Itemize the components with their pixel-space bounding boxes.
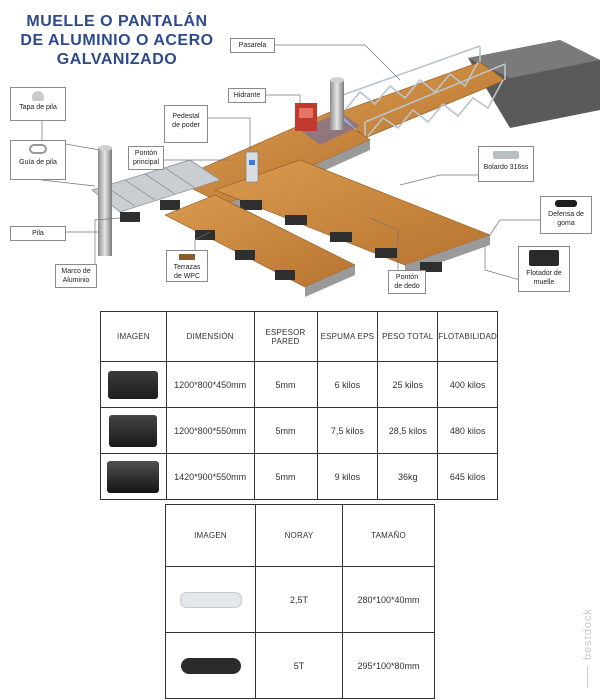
noray-cell: 2,5T — [255, 566, 343, 633]
watermark-divider — [587, 666, 588, 688]
table-row: 1420*900*550mm 5mm 9 kilos 36kg 645 kilo… — [100, 453, 498, 500]
table-row: 1200*800*550mm 5mm 7,5 kilos 28,5 kilos … — [100, 407, 498, 454]
shore-block — [468, 40, 600, 128]
wall-thickness-cell: 5mm — [253, 361, 318, 408]
table-row: 1200*800*450mm 5mm 6 kilos 25 kilos 400 … — [100, 361, 498, 408]
callout-hidrante: Hidrante — [228, 88, 266, 103]
pile-cap-icon — [32, 91, 44, 101]
callout-ponton-dedo-label: Pontón de dedo — [394, 274, 420, 290]
callout-marco-aluminio: Marco de Aluminio — [55, 264, 97, 288]
callout-guia-pila: Guía de pila — [10, 140, 66, 180]
wall-thickness-cell: 5mm — [253, 453, 318, 500]
table-header-row: IMAGEN DIMENSIÓN ESPESOR PARED ESPUMA EP… — [100, 311, 498, 362]
table-row: 5T 295*100*80mm — [164, 632, 435, 699]
dimension-cell: 1200*800*450mm — [165, 361, 255, 408]
float-image-1 — [108, 370, 159, 399]
buoyancy-cell: 480 kilos — [437, 407, 498, 454]
buoyancy-cell: 645 kilos — [437, 453, 498, 500]
noray-cell: 5T — [255, 632, 343, 699]
callout-flotador-muelle-label: Flotador de muelle — [526, 270, 562, 286]
table-row: 2,5T 280*100*40mm — [164, 566, 435, 633]
eps-foam-cell: 9 kilos — [316, 453, 379, 500]
callout-bolardo: Bolardo 316ss — [478, 146, 534, 182]
col-header: NORAY — [255, 504, 343, 567]
pile-guide-icon — [29, 144, 47, 154]
callout-defensa-goma: Defensa de goma — [540, 196, 592, 234]
callout-pedestal-label: Pedestal de poder — [172, 113, 200, 129]
dimension-cell: 1420*900*550mm — [165, 453, 255, 500]
callout-guia-pila-label: Guía de pila — [19, 159, 57, 166]
total-weight-cell: 36kg — [377, 453, 439, 500]
side-pontoon — [214, 159, 491, 275]
pile-right — [330, 77, 344, 130]
callout-pedestal: Pedestal de poder — [164, 105, 208, 143]
callout-tapa-pila: Tapa de pila — [10, 87, 66, 121]
col-header: ESPESOR PARED — [253, 311, 318, 362]
callout-pasarela: Pasarela — [230, 38, 275, 53]
callout-marco-aluminio-label: Marco de Aluminio — [61, 268, 91, 284]
eps-foam-cell: 7,5 kilos — [316, 407, 379, 454]
power-pedestal — [245, 151, 259, 183]
float-image-3 — [107, 460, 160, 493]
rubber-fender-icon — [555, 200, 577, 207]
title-line-3: GALVANIZADO — [56, 51, 178, 68]
float-image-cell — [100, 453, 167, 500]
page-title: MUELLE O PANTALÁN DE ALUMINIO O ACERO GA… — [6, 12, 228, 69]
cleat-image-2 — [180, 657, 241, 674]
float-specs-table: IMAGEN DIMENSIÓN ESPESOR PARED ESPUMA EP… — [100, 311, 498, 500]
dock-float-icon — [529, 250, 559, 266]
callout-terrazas-wpc-label: Terrazas de WPC — [173, 264, 201, 280]
col-header: IMAGEN — [164, 504, 257, 567]
title-line-2: DE ALUMINIO O ACERO — [20, 32, 214, 49]
table-header-row: IMAGEN NORAY TAMAÑO — [164, 504, 435, 567]
col-header: DIMENSIÓN — [165, 311, 255, 362]
title-line-1: MUELLE O PANTALÁN — [26, 13, 208, 30]
total-weight-cell: 25 kilos — [377, 361, 439, 408]
float-image-2 — [109, 414, 158, 447]
callout-bolardo-label: Bolardo 316ss — [483, 164, 529, 171]
callout-hidrante-label: Hidrante — [233, 92, 261, 99]
col-header: TAMAÑO — [342, 504, 435, 567]
watermark: bestdock — [582, 607, 594, 660]
callout-flotador-muelle: Flotador de muelle — [518, 246, 570, 292]
float-image-cell — [100, 407, 167, 454]
dimension-cell: 1200*800*550mm — [165, 407, 255, 454]
callout-pila-label: Pila — [32, 230, 44, 237]
eps-foam-cell: 6 kilos — [316, 361, 379, 408]
cleat-image-cell — [164, 632, 257, 699]
dock-diagram — [41, 40, 600, 297]
wall-thickness-cell: 5mm — [253, 407, 318, 454]
hydrant — [295, 103, 317, 131]
col-header: IMAGEN — [100, 311, 167, 362]
callout-ponton-principal-label: Pontón principal — [132, 150, 160, 166]
buoyancy-cell: 400 kilos — [437, 361, 498, 408]
callout-ponton-principal: Pontón principal — [128, 146, 164, 170]
col-header: FLOTABILIDAD — [437, 311, 498, 362]
callout-ponton-dedo: Pontón de dedo — [388, 270, 426, 294]
callout-pasarela-label: Pasarela — [238, 42, 267, 49]
wpc-deck-icon — [179, 254, 195, 260]
cleat-image-cell — [164, 566, 257, 633]
callout-terrazas-wpc: Terrazas de WPC — [166, 250, 208, 282]
pile-left — [98, 145, 112, 256]
total-weight-cell: 28,5 kilos — [377, 407, 439, 454]
col-header: PESO TOTAL — [377, 311, 439, 362]
float-image-cell — [100, 361, 167, 408]
cleat-image-1 — [179, 591, 242, 608]
size-cell: 280*100*40mm — [342, 566, 435, 633]
size-cell: 295*100*80mm — [342, 632, 435, 699]
callout-defensa-goma-label: Defensa de goma — [548, 211, 584, 227]
callout-tapa-pila-label: Tapa de pila — [19, 104, 57, 111]
cleat-specs-table: IMAGEN NORAY TAMAÑO 2,5T 280*100*40mm 5T… — [164, 504, 435, 699]
aluminium-frame — [91, 159, 221, 222]
callout-pila: Pila — [10, 226, 66, 241]
bollard-icon — [493, 151, 519, 159]
col-header: ESPUMA EPS — [316, 311, 379, 362]
gangway — [339, 45, 506, 139]
